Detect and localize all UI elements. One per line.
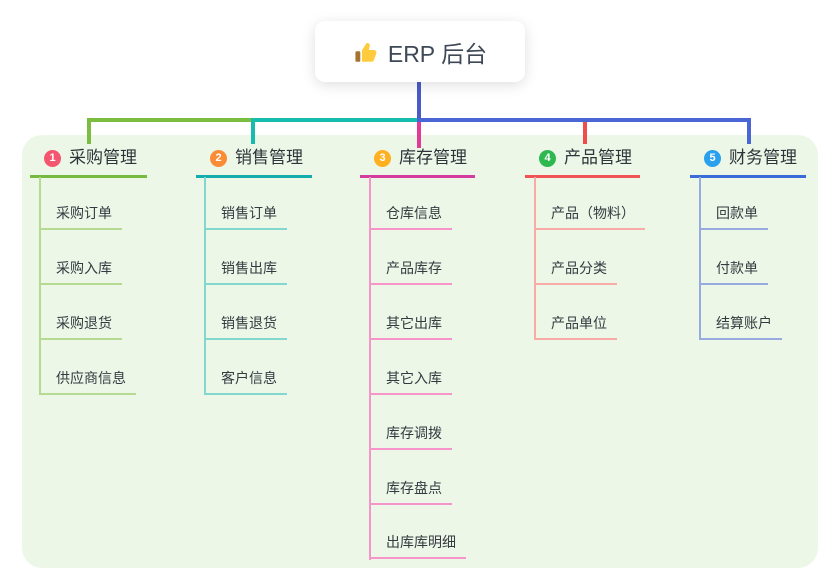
- branch-badge-1: 1: [44, 149, 61, 167]
- branch-title-3[interactable]: 3 库存管理: [360, 146, 475, 178]
- connector-drop-branch-4: [583, 122, 587, 144]
- child-node[interactable]: 回款单: [699, 204, 768, 230]
- child-label: 付款单: [716, 260, 758, 276]
- child-node[interactable]: 结算账户: [699, 314, 782, 340]
- child-label: 仓库信息: [386, 205, 442, 221]
- child-label: 出库库明细: [386, 534, 456, 550]
- child-node[interactable]: 采购入库: [39, 259, 122, 285]
- connector-drop-branch-5: [747, 118, 751, 144]
- child-label: 采购入库: [56, 260, 112, 276]
- child-label: 供应商信息: [56, 370, 126, 386]
- branch-badge-4: 4: [539, 149, 556, 167]
- child-label: 产品单位: [551, 315, 607, 331]
- child-label: 采购订单: [56, 205, 112, 221]
- child-label: 销售订单: [221, 205, 277, 221]
- child-node[interactable]: 销售退货: [204, 314, 287, 340]
- branch-label-5: 财务管理: [729, 148, 797, 167]
- branch-title-5[interactable]: 5 财务管理: [690, 146, 806, 178]
- branch-background-panel: [22, 135, 818, 568]
- child-label: 库存调拨: [386, 425, 442, 441]
- connector-trunk-4: [534, 177, 536, 340]
- child-label: 结算账户: [716, 315, 772, 331]
- branch-title-1[interactable]: 1 采购管理: [30, 146, 147, 178]
- child-node[interactable]: 库存调拨: [369, 424, 452, 450]
- branch-label-1: 采购管理: [69, 148, 137, 167]
- connector-trunk-2: [204, 177, 206, 395]
- connector-root-stem: [417, 82, 421, 120]
- child-node[interactable]: 销售订单: [204, 204, 287, 230]
- branch-badge-2: 2: [210, 149, 227, 167]
- child-label: 采购退货: [56, 315, 112, 331]
- child-label: 其它出库: [386, 315, 442, 331]
- child-label: 其它入库: [386, 370, 442, 386]
- connector-horizontal-blue: [417, 118, 751, 122]
- child-node[interactable]: 出库库明细: [369, 533, 466, 559]
- connector-horizontal-green: [87, 118, 253, 122]
- child-node[interactable]: 产品单位: [534, 314, 617, 340]
- child-node[interactable]: 库存盘点: [369, 479, 452, 505]
- root-label: ERP 后台: [387, 40, 488, 67]
- child-node[interactable]: 其它出库: [369, 314, 452, 340]
- child-node[interactable]: 产品（物料）: [534, 204, 645, 230]
- child-label: 产品分类: [551, 260, 607, 276]
- branch-label-2: 销售管理: [235, 148, 303, 167]
- child-node[interactable]: 采购订单: [39, 204, 122, 230]
- connector-trunk-1: [39, 177, 41, 395]
- branch-badge-3: 3: [374, 149, 391, 167]
- child-node[interactable]: 其它入库: [369, 369, 452, 395]
- child-node[interactable]: 采购退货: [39, 314, 122, 340]
- connector-drop-branch-3: [417, 122, 421, 148]
- child-label: 回款单: [716, 205, 758, 221]
- connector-drop-branch-2: [251, 118, 255, 144]
- child-node[interactable]: 产品分类: [534, 259, 617, 285]
- child-node[interactable]: 销售出库: [204, 259, 287, 285]
- connector-trunk-3: [369, 177, 371, 560]
- connector-trunk-5: [699, 177, 701, 340]
- child-label: 产品库存: [386, 260, 442, 276]
- child-node[interactable]: 付款单: [699, 259, 768, 285]
- branch-label-4: 产品管理: [564, 148, 632, 167]
- branch-badge-5: 5: [704, 149, 721, 167]
- branch-label-3: 库存管理: [399, 148, 467, 167]
- child-label: 产品（物料）: [551, 205, 635, 221]
- child-label: 客户信息: [221, 370, 277, 386]
- child-label: 销售退货: [221, 315, 277, 331]
- child-node[interactable]: 仓库信息: [369, 204, 452, 230]
- child-label: 销售出库: [221, 260, 277, 276]
- child-node[interactable]: 产品库存: [369, 259, 452, 285]
- thumbs-up-icon: [353, 39, 379, 65]
- root-node[interactable]: ERP 后台: [315, 21, 525, 82]
- child-node[interactable]: 供应商信息: [39, 369, 136, 395]
- branch-title-2[interactable]: 2 销售管理: [196, 146, 312, 178]
- connector-drop-branch-1: [87, 118, 91, 144]
- branch-title-4[interactable]: 4 产品管理: [525, 146, 640, 178]
- connector-horizontal-teal: [253, 118, 417, 122]
- child-label: 库存盘点: [386, 480, 442, 496]
- child-node[interactable]: 客户信息: [204, 369, 287, 395]
